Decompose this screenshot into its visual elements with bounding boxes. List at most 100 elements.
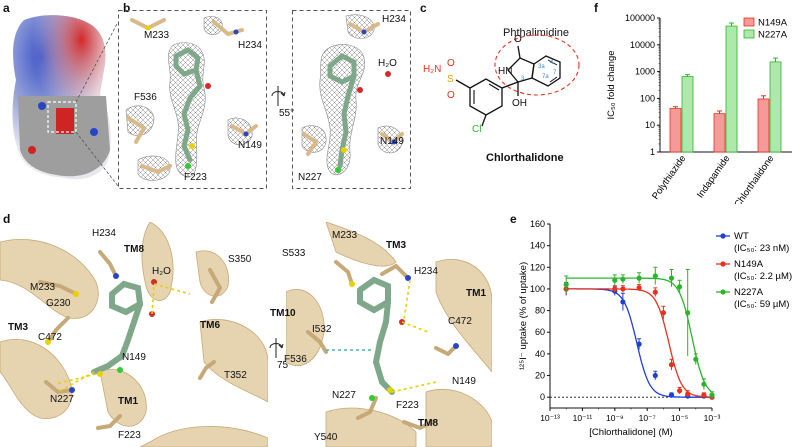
- d-left-m233: M233: [30, 282, 56, 293]
- e-point-wt: [652, 372, 658, 379]
- b-label-h234: H234: [238, 40, 262, 51]
- f-bar-n149a: [713, 113, 726, 153]
- e-xtick-label: 10⁻⁷: [639, 413, 656, 423]
- e-point-n149a: [612, 286, 618, 292]
- f-ytick-label: 1000: [635, 67, 655, 77]
- e-point-n227a: [652, 273, 658, 279]
- e-y-axis-label: ¹²⁵I⁻ uptake (% of uptake): [518, 262, 529, 370]
- e-point-n227a: [563, 282, 569, 288]
- panel-b-density-right: [292, 10, 411, 189]
- panel-b-label: b: [123, 1, 131, 15]
- d-right-tm1: TM1: [466, 288, 486, 299]
- e-legend-marker: [720, 233, 726, 239]
- d-rotate-icon: [269, 338, 284, 358]
- f-legend-label: N149A: [758, 18, 788, 29]
- b-right-label-h234: H234: [382, 14, 406, 25]
- e-point-n227a: [709, 392, 715, 398]
- d-right-tm8: TM8: [418, 418, 438, 429]
- b-label-n149: N149: [238, 140, 262, 151]
- panel-d-structure-left: [0, 222, 268, 447]
- f-ytick-label: 10: [645, 120, 655, 130]
- e-point-n227a: [693, 356, 699, 362]
- e-xtick-label: 10⁻⁹: [606, 413, 624, 423]
- c-atom-o-top: O: [514, 34, 522, 45]
- d-right-i532: I532: [312, 324, 332, 335]
- b-rotation-label: 55°: [279, 108, 295, 119]
- f-y-axis-label: IC₅₀ fold change: [606, 50, 617, 119]
- c-chlorthalidone-structure: 3a 7a 4 7 3: [455, 34, 580, 127]
- e-xtick-label: 10⁻¹¹: [573, 413, 593, 423]
- f-legend-swatch: [743, 29, 755, 39]
- panel-d-label: d: [3, 212, 11, 226]
- e-ytick-label: 100: [530, 284, 545, 294]
- d-rotation-label: 75°: [277, 360, 293, 371]
- e-legend-name: N149A: [734, 259, 764, 270]
- d-left-h234: H234: [92, 228, 116, 239]
- e-point-n227a: [668, 275, 675, 281]
- e-x-axis-label: [Chlorthalidone] (M): [589, 427, 672, 438]
- e-point-n149a: [660, 310, 666, 316]
- d-right-n227: N227: [332, 390, 356, 401]
- d-left-f223: F223: [118, 430, 141, 441]
- e-ytick-label: 60: [535, 327, 545, 337]
- e-fit-curve-n227a: [566, 277, 712, 392]
- c-atom-oh: OH: [512, 98, 527, 109]
- e-point-wt: [620, 299, 626, 305]
- e-ytick-label: 140: [530, 241, 545, 251]
- c-atom-o2: O: [447, 90, 455, 101]
- d-left-n227: N227: [50, 394, 74, 405]
- e-point-n149a: [636, 285, 642, 291]
- e-legend-name: N227A: [734, 287, 764, 298]
- c-compound-name: Chlorthalidone: [486, 152, 564, 164]
- d-left-h2o: H₂O: [152, 266, 171, 277]
- d-left-tm6: TM6: [200, 320, 220, 331]
- svg-text:3a: 3a: [538, 64, 545, 70]
- e-ytick-label: 160: [530, 219, 545, 229]
- d-right-h234: H234: [414, 266, 438, 277]
- e-point-n227a: [620, 276, 626, 282]
- e-ytick-label: 20: [535, 371, 545, 381]
- c-atom-nh: HN: [498, 66, 513, 77]
- panel-e-label: e: [510, 212, 517, 226]
- d-left-c472: C472: [38, 332, 62, 343]
- f-category-label: Polythiazide: [650, 153, 688, 201]
- e-ytick-label: 0: [540, 392, 545, 402]
- d-left-g230: G230: [46, 298, 71, 309]
- svg-text:7a: 7a: [542, 74, 549, 80]
- c-atom-s: S: [447, 74, 454, 85]
- f-bar-n149a: [669, 108, 682, 153]
- b-right-label-n227: N227: [298, 172, 322, 183]
- d-left-s350: S350: [228, 254, 252, 265]
- d-left-t352: T352: [224, 370, 247, 381]
- b-label-m233: M233: [144, 30, 170, 41]
- f-ytick-label: 100000: [625, 13, 655, 23]
- d-left-tm3: TM3: [8, 322, 28, 333]
- e-point-n149a: [685, 391, 691, 397]
- e-point-n149a: [677, 388, 683, 394]
- panel-b-density-left: [118, 10, 267, 189]
- e-legend-ic50: (IC₅₀: 2.2 µM): [734, 271, 792, 282]
- f-legend-swatch: [743, 17, 755, 27]
- d-right-m233: M233: [332, 230, 358, 241]
- f-bar-n227a: [681, 76, 694, 153]
- e-point-n227a: [612, 277, 618, 283]
- c-atom-cl: Cl: [472, 124, 482, 135]
- c-phthalimidine-label: Phthalimidine: [503, 27, 570, 39]
- e-ytick-label: 120: [530, 262, 545, 272]
- c-atom-o1: O: [447, 58, 455, 69]
- b-right-label-n149: N149: [380, 136, 404, 147]
- svg-text:3: 3: [521, 76, 525, 82]
- f-bar-n227a: [769, 61, 782, 153]
- f-ytick-label: 100: [640, 93, 655, 103]
- c-atom-h2n: H₂N: [423, 64, 442, 75]
- d-right-y540: Y540: [314, 432, 338, 443]
- d-right-s533: S533: [282, 248, 306, 259]
- e-ytick-label: 80: [535, 306, 545, 316]
- e-ytick-label: 40: [535, 349, 545, 359]
- f-ytick-label: 10000: [630, 40, 655, 50]
- panel-d-structure-right: [286, 222, 492, 447]
- panel-a-surface: [12, 15, 119, 187]
- f-legend-label: N227A: [758, 30, 788, 41]
